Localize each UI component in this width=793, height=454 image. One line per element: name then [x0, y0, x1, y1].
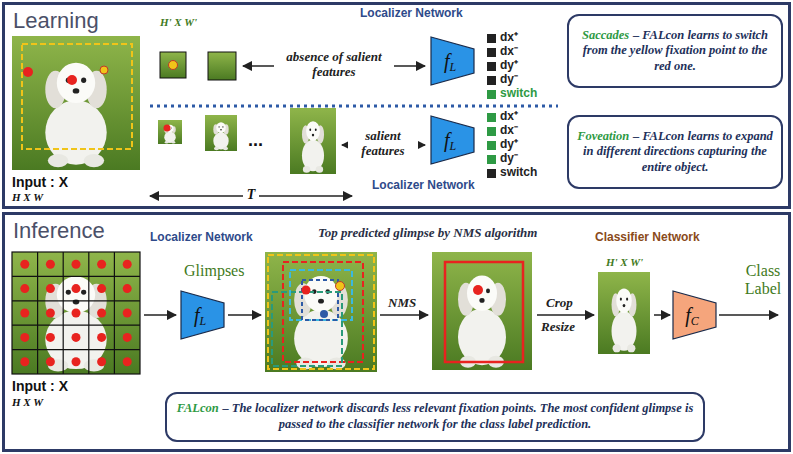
symbol-letter: f — [444, 129, 450, 152]
label-text: dx⁻ — [500, 45, 518, 59]
label-text: Input : X — [12, 174, 68, 190]
label-text: Glimpses — [184, 262, 244, 280]
note-text: Saccades– FALcon learns to switch from t… — [577, 28, 773, 75]
label-text: H X W — [12, 191, 43, 204]
symbol-letter: f — [194, 304, 200, 327]
label-text: dy⁻ — [500, 73, 518, 87]
note-text: Foveation– FALcon learns to expand in di… — [577, 129, 773, 176]
symbol-subscript: L — [449, 139, 456, 154]
label-text: dx⁺ — [500, 110, 518, 124]
note-box: Saccades– FALcon learns to switch from t… — [567, 14, 783, 88]
network-symbol: fL — [430, 115, 470, 165]
label-text: Class Label — [738, 262, 788, 299]
label-text: dy⁺ — [500, 59, 518, 73]
network-heading: Localizer Network — [360, 6, 463, 20]
label-text: dy⁺ — [500, 138, 518, 152]
label-text: Input : X — [12, 378, 68, 394]
network-symbol: fC — [672, 290, 712, 340]
symbol-subscript: L — [199, 314, 206, 329]
note-body: – The localizer network discards less re… — [222, 401, 693, 431]
note-keyword: FALcon — [177, 401, 219, 415]
note-box: FALcon– The localizer network discards l… — [165, 392, 705, 442]
label-text: dx⁻ — [500, 124, 518, 138]
label-text: T — [243, 187, 259, 203]
network-heading: Classifier Network — [595, 230, 700, 244]
label-text: H' X W' — [160, 16, 197, 29]
network-block: Classifier Network fC — [595, 230, 720, 342]
network-block: Localizer Network fL — [150, 230, 262, 342]
note-keyword: Foveation — [577, 129, 629, 143]
label-text: switch — [500, 87, 537, 101]
label-text: Top predicted glimpse by NMS algorithm — [318, 226, 537, 241]
label-text: NMS — [388, 296, 416, 311]
label-text: ... — [248, 130, 263, 151]
symbol-subscript: L — [449, 60, 456, 75]
note-text: FALcon– The localizer network discards l… — [175, 401, 695, 432]
note-box: Foveation– FALcon learns to expand in di… — [567, 115, 783, 189]
label-text: H' X W' — [606, 256, 643, 269]
label-text: dx⁺ — [500, 31, 518, 45]
symbol-subscript: C — [691, 314, 699, 329]
panel-band: InferenceLocalizer NetworkfLClassifier N… — [2, 212, 791, 452]
label-text: H X W — [12, 396, 43, 409]
label-text: Crop — [546, 296, 573, 311]
panel-heading: Inference — [13, 218, 105, 244]
note-keyword: Saccades — [582, 28, 629, 42]
label-text: dy⁻ — [500, 152, 518, 166]
label-text: absence of salient features — [274, 50, 394, 80]
label-text: Resize — [541, 320, 575, 335]
network-heading: Localizer Network — [372, 178, 475, 192]
label-text: salient features — [348, 129, 418, 159]
network-symbol: fL — [180, 290, 220, 340]
symbol-letter: f — [444, 50, 450, 73]
symbol-letter: f — [685, 304, 691, 327]
panel-heading: Learning — [13, 8, 99, 34]
panel-band: LearningLocalizer NetworkfLSaccades– FAL… — [2, 2, 791, 209]
network-heading: Localizer Network — [150, 230, 253, 244]
network-symbol: fL — [430, 36, 470, 86]
label-text: switch — [500, 166, 537, 180]
